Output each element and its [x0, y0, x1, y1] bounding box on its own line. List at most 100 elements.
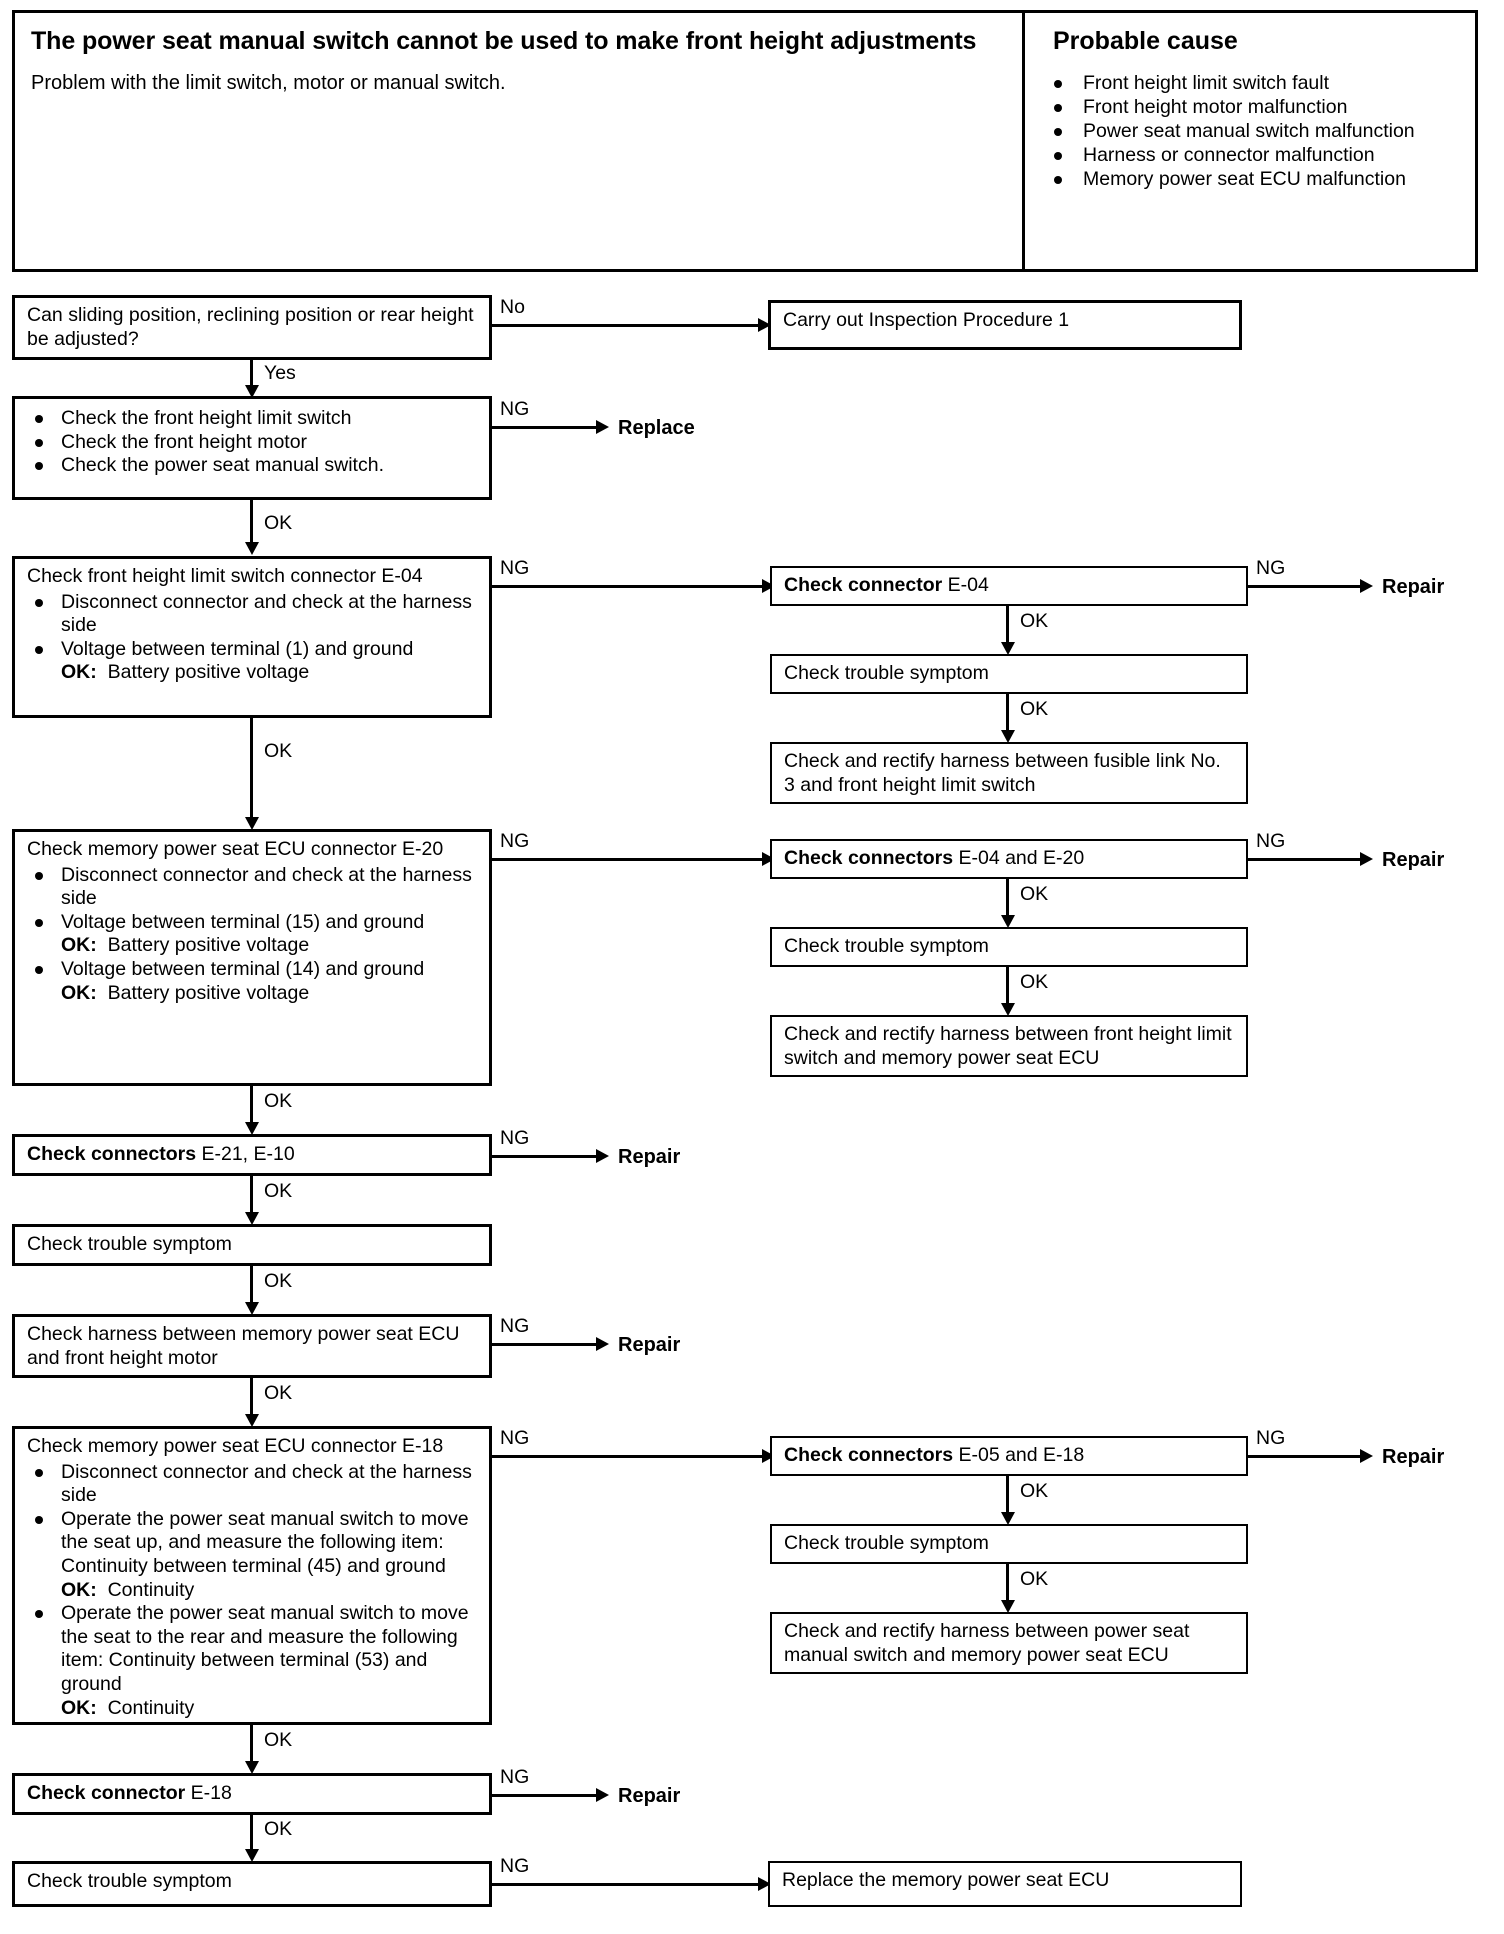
arrow-right-icon	[596, 1788, 609, 1802]
ok-label: OK:	[61, 981, 97, 1004]
ok-label: OK:	[61, 1696, 97, 1719]
flow-box-title: Check front height limit switch connecto…	[27, 565, 423, 587]
flow-box-bold-part: Check connectors	[27, 1143, 197, 1165]
connector-line	[1006, 606, 1009, 650]
flow-box-check-connectors-e05-e18: Check connectors E-05 and E-18	[770, 1436, 1248, 1476]
flow-box-title: Check memory power seat ECU connector E-…	[27, 1435, 444, 1457]
edge-label-ng: NG	[500, 557, 530, 579]
edge-label-ng: NG	[1256, 1427, 1286, 1449]
connector-line	[1248, 585, 1368, 588]
list-item-text: Voltage between terminal (15) and ground	[61, 910, 425, 933]
list-item: Front height limit switch fault	[1043, 72, 1465, 95]
flow-box-text: Check trouble symptom	[27, 1870, 232, 1892]
flow-box-rest-part: E-04 and E-20	[953, 847, 1085, 869]
flow-box-check-connector-e04: Check connector E-04	[770, 566, 1248, 606]
list-item-text: Voltage between terminal (14) and ground	[61, 957, 425, 980]
flow-box-text: Check and rectify harness between front …	[784, 1023, 1232, 1069]
flow-box-text: Check connectors E-21, E-10	[27, 1143, 479, 1167]
ok-criteria: OK: Battery positive voltage	[61, 934, 479, 958]
list-item: Front height motor malfunction	[1043, 96, 1465, 119]
connector-line	[1248, 1455, 1368, 1458]
check-list: Disconnect connector and check at the ha…	[27, 864, 479, 1006]
edge-label-ng: NG	[500, 1427, 530, 1449]
flow-box-rest-part: E-18	[185, 1782, 232, 1804]
list-item: Check the power seat manual switch.	[27, 454, 479, 478]
list-item: Harness or connector malfunction	[1043, 144, 1465, 167]
flow-box-bold-part: Check connector	[27, 1782, 186, 1804]
connector-line	[492, 1343, 604, 1346]
list-item: Check the front height motor	[27, 431, 479, 455]
symptom-description: Problem with the limit switch, motor or …	[31, 71, 506, 94]
edge-label-ng: NG	[500, 1855, 530, 1877]
edge-label-ok: OK	[264, 740, 293, 762]
edge-label-no: No	[500, 296, 525, 318]
arrow-right-icon	[758, 1877, 771, 1891]
arrow-right-icon	[596, 1149, 609, 1163]
list-item-text: Voltage between terminal (1) and ground	[61, 637, 414, 660]
flow-box-text: Check connector E-04	[784, 574, 1236, 598]
edge-label-ok: OK	[264, 1180, 293, 1202]
connector-line	[1006, 1476, 1009, 1520]
flow-box-rest-part: E-21, E-10	[196, 1143, 295, 1165]
probable-cause-cell: Probable cause Front height limit switch…	[1025, 13, 1475, 269]
edge-label-ok: OK	[1020, 971, 1049, 993]
connector-line	[492, 1155, 604, 1158]
list-item: Voltage between terminal (1) and ground …	[27, 638, 479, 685]
arrow-right-icon	[1360, 852, 1373, 866]
arrow-down-icon	[245, 1849, 259, 1862]
flow-box-question-adjust: Can sliding position, reclining position…	[12, 295, 492, 360]
arrow-right-icon	[1360, 579, 1373, 593]
list-item: Memory power seat ECU malfunction	[1043, 168, 1465, 191]
list-item: Voltage between terminal (14) and ground…	[27, 958, 479, 1005]
flow-box-text: Check trouble symptom	[27, 1233, 232, 1255]
connector-line	[492, 858, 770, 861]
flow-box-text: Check trouble symptom	[784, 662, 989, 684]
edge-label-ok: OK	[1020, 1568, 1049, 1590]
connector-line	[492, 426, 604, 429]
flow-box-check-connectors-e04-e20: Check connectors E-04 and E-20	[770, 839, 1248, 879]
flow-box-text: Check connector E-18	[27, 1782, 479, 1806]
symptom-header-table: The power seat manual switch cannot be u…	[12, 10, 1478, 272]
flow-box-rest-part: E-05 and E-18	[953, 1444, 1085, 1466]
flow-box-check-trouble-symptom-1: Check trouble symptom	[770, 654, 1248, 694]
ok-value: Battery positive voltage	[107, 934, 310, 957]
connector-line	[492, 1883, 766, 1886]
connector-line	[250, 1815, 253, 1857]
check-list: Disconnect connector and check at the ha…	[27, 1461, 479, 1721]
connector-line	[250, 500, 253, 550]
edge-label-ng: NG	[500, 830, 530, 852]
edge-label-ok: OK	[1020, 698, 1049, 720]
edge-label-ok: OK	[1020, 883, 1049, 905]
edge-label-ok: OK	[264, 1090, 293, 1112]
flow-box-text: Check connectors E-04 and E-20	[784, 847, 1236, 871]
ok-label: OK:	[61, 661, 97, 684]
ok-label: OK:	[61, 1578, 97, 1601]
edge-label-ok: OK	[264, 512, 293, 534]
connector-line	[492, 1794, 604, 1797]
flow-box-check-trouble-symptom-4: Check trouble symptom	[770, 1524, 1248, 1564]
arrow-down-icon	[1001, 642, 1015, 655]
flow-box-bold-part: Check connector	[784, 574, 943, 596]
connector-line	[1006, 694, 1009, 738]
flow-box-check-e04-connector: Check front height limit switch connecto…	[12, 556, 492, 718]
edge-label-ok: OK	[1020, 610, 1049, 632]
action-repair: Repair	[618, 1334, 681, 1356]
arrow-right-icon	[758, 318, 771, 332]
connector-line	[492, 324, 766, 327]
arrow-down-icon	[1001, 915, 1015, 928]
flow-box-text: Check trouble symptom	[784, 1532, 989, 1554]
arrow-right-icon	[596, 1337, 609, 1351]
probable-cause-list: Front height limit switch fault Front he…	[1043, 72, 1465, 191]
flow-box-check-e20-connector: Check memory power seat ECU connector E-…	[12, 829, 492, 1086]
flow-box-check-trouble-symptom-3: Check trouble symptom	[12, 1224, 492, 1266]
list-item-text: Operate the power seat manual switch to …	[61, 1507, 469, 1577]
list-item: Operate the power seat manual switch to …	[27, 1508, 479, 1602]
edge-label-ok: OK	[1020, 1480, 1049, 1502]
list-item: Disconnect connector and check at the ha…	[27, 1461, 479, 1508]
list-item: Power seat manual switch malfunction	[1043, 120, 1465, 143]
ok-value: Battery positive voltage	[107, 981, 310, 1004]
arrow-down-icon	[245, 1761, 259, 1774]
connector-line	[250, 1378, 253, 1422]
flow-box-carry-out-inspection: Carry out Inspection Procedure 1	[768, 300, 1242, 350]
flow-box-rest-part: E-04	[942, 574, 989, 596]
